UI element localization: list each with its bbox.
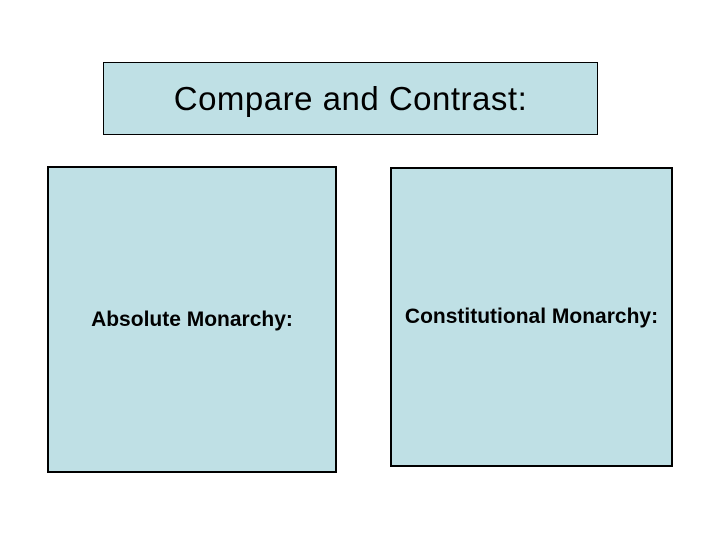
title-box: Compare and Contrast:	[103, 62, 598, 135]
slide-title: Compare and Contrast:	[173, 79, 528, 117]
absolute-monarchy-box: Absolute Monarchy:	[47, 166, 337, 473]
constitutional-monarchy-label: Constitutional Monarchy:	[404, 305, 659, 328]
constitutional-monarchy-box: Constitutional Monarchy:	[390, 167, 673, 467]
absolute-monarchy-label: Absolute Monarchy:	[91, 307, 293, 331]
